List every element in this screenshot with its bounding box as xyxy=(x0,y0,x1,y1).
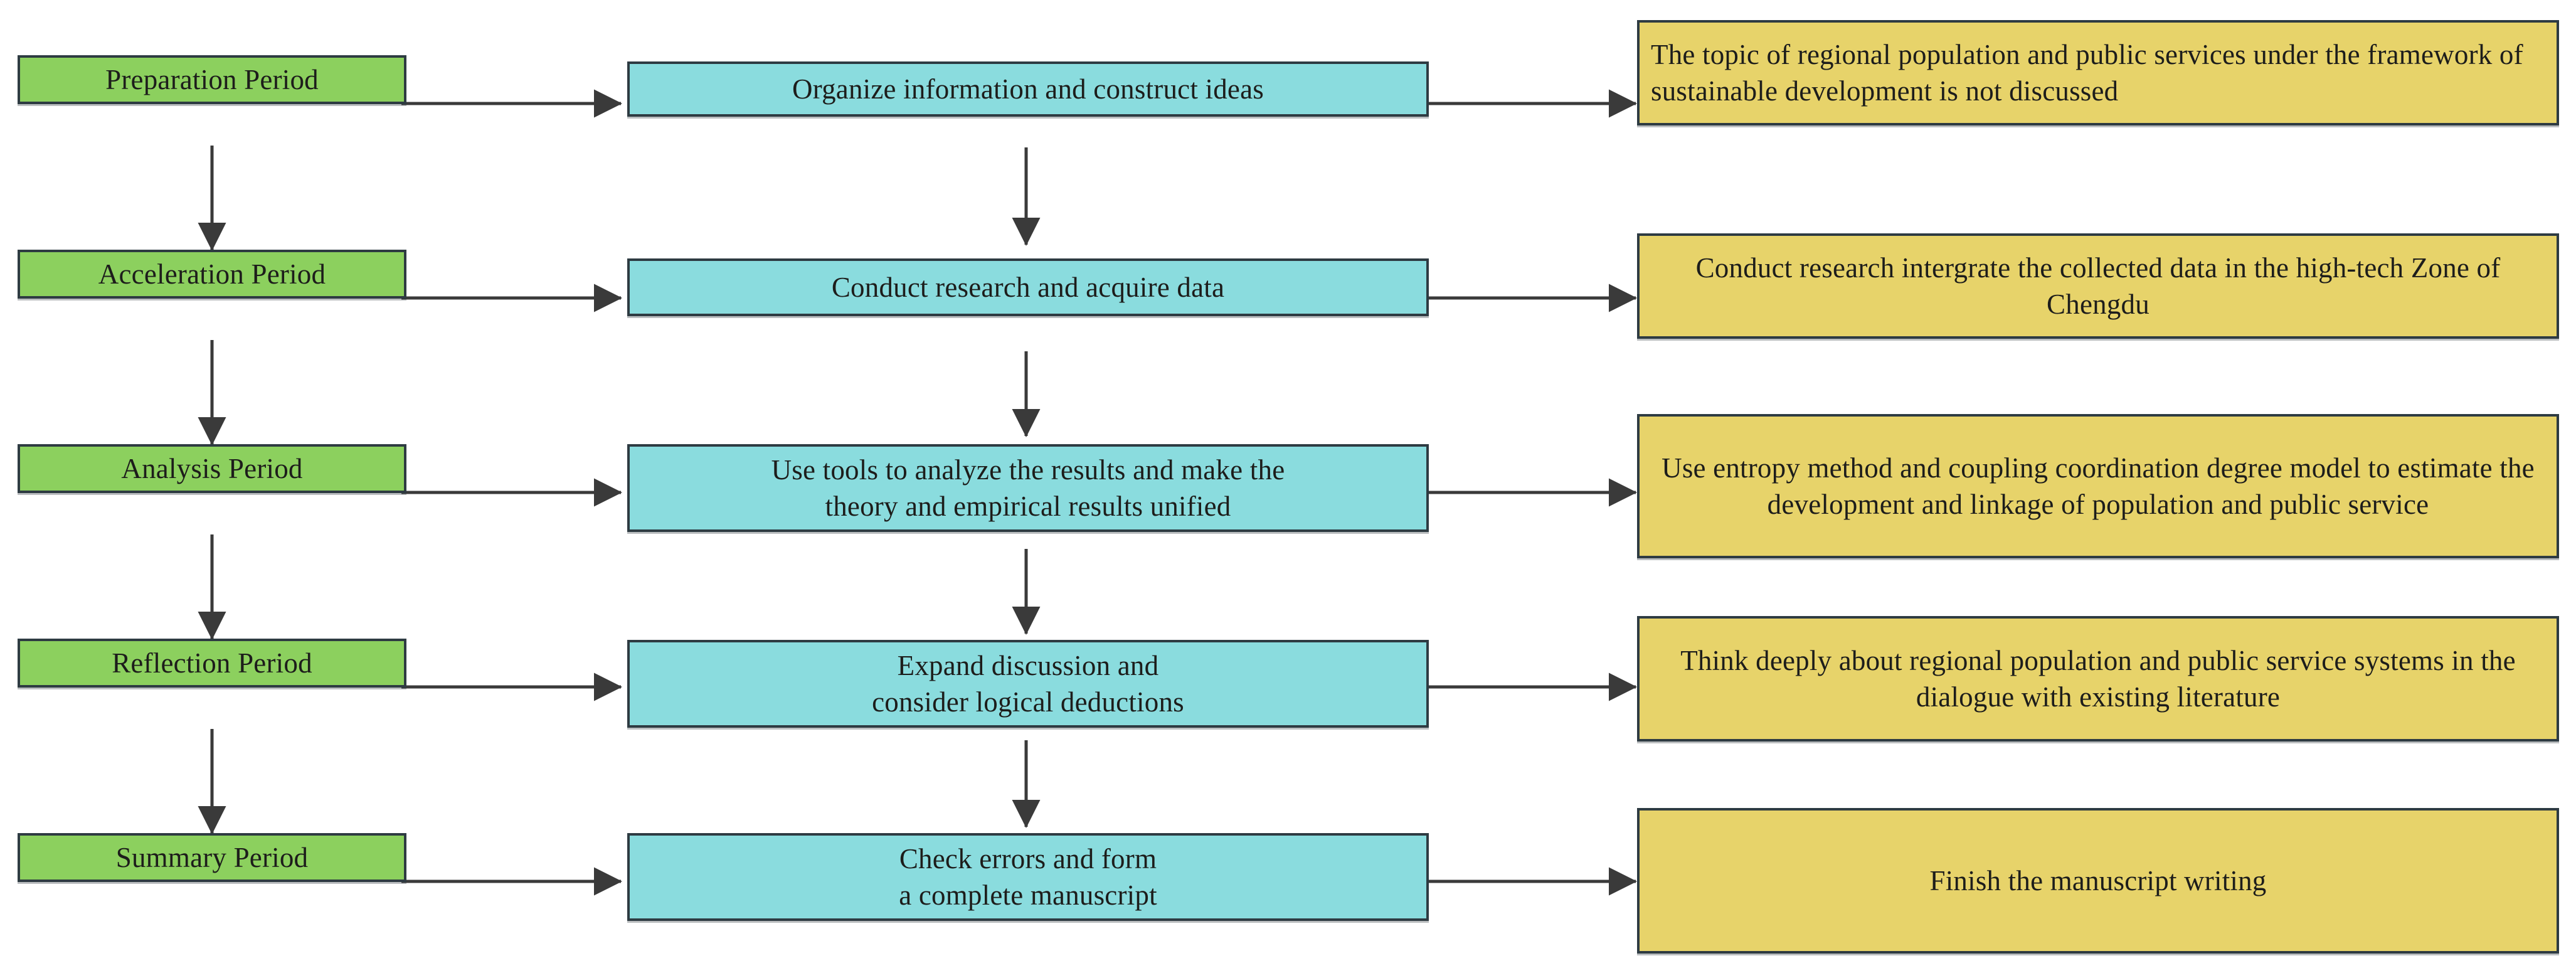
action-node-1[interactable]: Organize information and construct ideas xyxy=(627,61,1429,117)
action-node-4[interactable]: Expand discussion and consider logical d… xyxy=(627,640,1429,728)
action-node-5[interactable]: Check errors and form a complete manuscr… xyxy=(627,833,1429,921)
stage-node-4-label: Reflection Period xyxy=(112,647,312,679)
stage-node-4[interactable]: Reflection Period xyxy=(18,639,406,688)
outcome-node-2-label: Conduct research intergrate the collecte… xyxy=(1695,252,2501,321)
action-node-4-label: Expand discussion and consider logical d… xyxy=(872,649,1184,718)
action-node-3-label: Use tools to analyze the results and mak… xyxy=(771,454,1285,523)
action-node-2[interactable]: Conduct research and acquire data xyxy=(627,258,1429,316)
stage-node-1-label: Preparation Period xyxy=(105,63,319,95)
outcome-node-4[interactable]: Think deeply about regional population a… xyxy=(1637,616,2559,741)
stage-node-3-label: Analysis Period xyxy=(121,452,303,484)
outcome-node-4-label: Think deeply about regional population a… xyxy=(1680,644,2516,713)
outcome-node-5[interactable]: Finish the manuscript writing xyxy=(1637,808,2559,954)
outcome-node-1[interactable]: The topic of regional population and pub… xyxy=(1637,20,2559,125)
stage-node-2[interactable]: Acceleration Period xyxy=(18,250,406,299)
stage-node-5[interactable]: Summary Period xyxy=(18,833,406,882)
stage-node-3[interactable]: Analysis Period xyxy=(18,444,406,493)
action-node-5-label: Check errors and form a complete manuscr… xyxy=(899,842,1157,912)
outcome-node-3-label: Use entropy method and coupling coordina… xyxy=(1662,452,2535,521)
outcome-node-1-label: The topic of regional population and pub… xyxy=(1651,38,2523,107)
stage-node-5-label: Summary Period xyxy=(115,841,309,873)
action-node-2-label: Conduct research and acquire data xyxy=(831,271,1225,303)
stage-node-2-label: Acceleration Period xyxy=(98,258,326,290)
outcome-node-5-label: Finish the manuscript writing xyxy=(1929,864,2267,896)
action-node-1-label: Organize information and construct ideas xyxy=(792,73,1264,105)
edge-stage-to-action xyxy=(401,89,622,896)
stage-node-1[interactable]: Preparation Period xyxy=(18,55,406,104)
action-node-3[interactable]: Use tools to analyze the results and mak… xyxy=(627,444,1429,532)
outcome-node-3[interactable]: Use entropy method and coupling coordina… xyxy=(1637,414,2559,558)
edge-action-to-outcome xyxy=(1429,89,1637,896)
outcome-node-2[interactable]: Conduct research intergrate the collecte… xyxy=(1637,233,2559,339)
